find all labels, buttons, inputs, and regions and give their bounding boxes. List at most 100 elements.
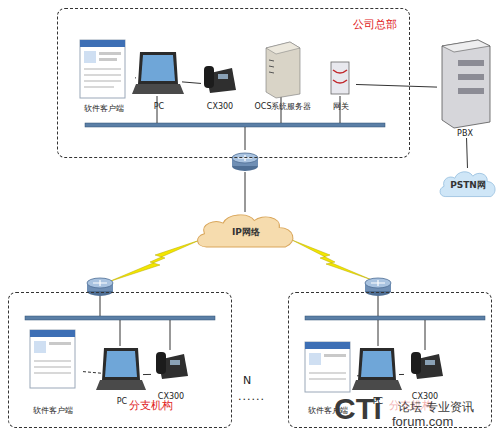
router-arrows [93,280,107,286]
connector-line [357,375,359,376]
network-cloud: IP网络 [194,210,298,254]
device-node: 网关 [326,57,356,111]
pbx-slot [458,88,484,94]
laptop-screen [358,348,396,380]
text-line [309,372,346,374]
device-label: OCS系统服务器 [254,102,312,111]
router-arrows [371,280,385,286]
laptop-display [105,351,137,377]
device-node: PC [101,344,143,406]
phone-icon [411,352,443,379]
software-client-icon [80,40,125,98]
device-label: CX300 [151,392,191,401]
text-line [84,86,114,88]
connector-line [182,82,201,84]
text-line [34,366,71,368]
phone-icon [204,66,236,93]
text-line [99,58,117,61]
text-line [34,360,71,362]
text-line [84,68,121,70]
gateway-mark [333,70,347,83]
device-node: CX300 [201,59,239,111]
lan-bus [85,123,385,127]
router-symbol [365,278,391,296]
server-slot [269,66,274,67]
phone-handset [411,352,421,374]
text-line [99,52,121,55]
pbx-slot [458,74,484,80]
device-label: 软件客户端 [73,104,135,113]
laptop-screen [138,52,178,84]
wireless-link [292,240,372,280]
server-top [266,42,300,54]
device-label: 软件客户端 [23,406,83,415]
phone-handset [156,352,166,374]
device-label: PC [101,397,143,406]
watermark: 论坛 专业资讯 [398,399,474,416]
server-icon [266,42,300,98]
window-header [30,330,75,337]
device-node: 软件客户端 [23,323,83,415]
device-label: PBX [437,129,493,138]
ellipsis-note: ...... [238,390,265,403]
lan-wire [378,320,379,346]
cloud-label: IP网络 [194,226,298,239]
phone-display [170,360,180,365]
device-node: CX300 [404,347,446,401]
ellipsis-note: N [243,374,251,387]
router-symbol [87,278,113,296]
connector-line [356,84,437,87]
site-group: 分支机构软件客户端PCCX300 [8,292,232,428]
connector-line [143,374,151,375]
router-top [87,278,113,288]
window-frame [30,330,75,388]
wireless-link [108,240,200,282]
gateway-icon [331,62,349,94]
watermark: forum.com [392,414,453,429]
site-group: 公司总部软件客户端PC CX300OCS系统服务器 网关 [57,8,410,158]
server-slot [269,60,274,61]
device-label: CX300 [404,392,446,401]
pbx-icon [442,40,490,128]
avatar [309,353,321,365]
pbx-case [442,40,490,128]
device-label: PC [136,102,182,111]
site-title: 公司总部 [353,17,397,32]
lan-wire [425,320,426,350]
lan-bus [25,316,215,320]
device-node: PBX [437,38,493,138]
text-line [34,372,71,374]
window-header [305,342,350,349]
avatar [34,341,46,353]
connector-line [466,138,468,168]
lan-wire [170,320,171,350]
text-line [84,80,121,82]
laptop-icon [96,348,146,390]
network-cloud: PSTN网 [438,168,498,202]
lan-wire [100,296,101,316]
lan-wire [245,127,246,150]
device-node: PC [136,49,182,111]
pbx-top [442,40,490,52]
text-line [84,74,121,76]
lan-wire [120,320,121,346]
laptop-base [96,380,146,390]
laptop-display [141,55,175,81]
phone-handset [204,66,214,88]
router-symbol [232,153,258,171]
lan-bus [305,316,485,320]
text-line [49,342,71,345]
window-frame [80,40,125,98]
device-node: CX300 [151,347,191,401]
phone-display [218,74,228,79]
device-label: 网关 [326,102,356,111]
gateway-case [331,62,349,94]
laptop-icon [352,348,402,390]
server-slot [269,72,274,73]
laptop-icon [132,52,184,94]
router-arrows [238,155,252,161]
window-frame [305,342,350,392]
server-case [266,42,300,98]
